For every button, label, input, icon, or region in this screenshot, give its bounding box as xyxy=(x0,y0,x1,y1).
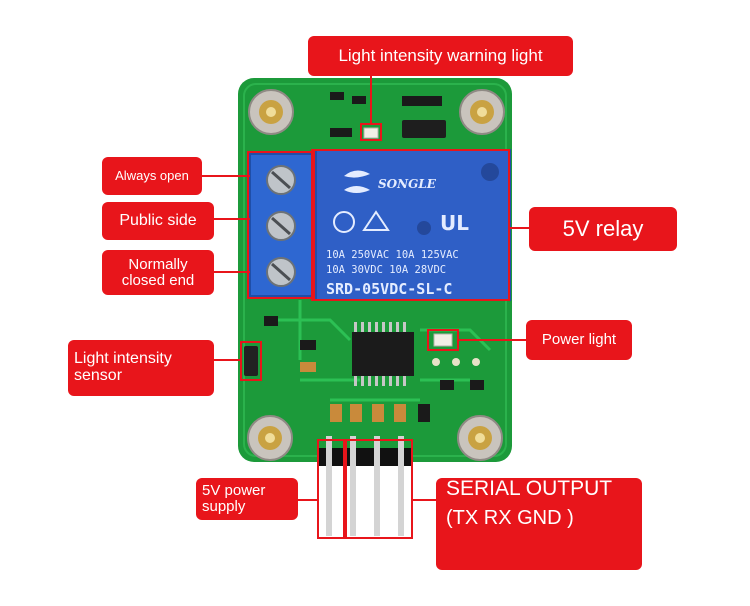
label-serial-output: SERIAL OUTPUT (TX RX GND ) xyxy=(436,477,642,570)
serial-output-title: SERIAL OUTPUT xyxy=(446,477,613,500)
relay: SONGLE UL 10A 250VAC 10A 125VAC 10A 30VD… xyxy=(315,149,511,301)
relay-rating-1: 10A 250VAC 10A 125VAC xyxy=(326,249,459,261)
svg-text:UL: UL xyxy=(440,211,469,235)
serial-pins-highlight xyxy=(345,439,413,539)
power-pin-highlight xyxy=(317,439,345,539)
label-always-open: Always open xyxy=(102,157,202,195)
relay-brand: SONGLE xyxy=(378,177,437,191)
label-light-warning: Light intensity warning light xyxy=(308,36,573,76)
mount-screw-br xyxy=(457,415,503,461)
mount-screw-bl xyxy=(247,415,293,461)
relay-rating-2: 10A 30VDC 10A 28VDC xyxy=(326,264,446,276)
header-pins xyxy=(318,436,412,536)
ic-chip xyxy=(352,322,414,386)
warning-led xyxy=(363,127,379,139)
light-sensor-part xyxy=(244,346,258,376)
screw-terminal-block xyxy=(249,153,315,297)
label-power-light: Power light xyxy=(526,320,632,360)
mount-screw-tr xyxy=(459,89,505,135)
mount-screw-tl xyxy=(248,89,294,135)
label-public-side: Public side xyxy=(102,202,214,240)
label-light-sensor: Light intensity sensor xyxy=(68,340,214,396)
label-5v-power-supply: 5V power supply xyxy=(196,478,298,520)
terminal-highlight-box xyxy=(247,151,315,299)
power-led xyxy=(433,333,453,347)
relay-highlight-box xyxy=(311,149,510,301)
label-5v-relay: 5V relay xyxy=(529,207,677,251)
relay-model: SRD-05VDC-SL-C xyxy=(326,280,452,298)
label-normally-closed: Normally closed end xyxy=(102,250,214,295)
serial-output-pins: (TX RX GND ) xyxy=(446,507,574,530)
